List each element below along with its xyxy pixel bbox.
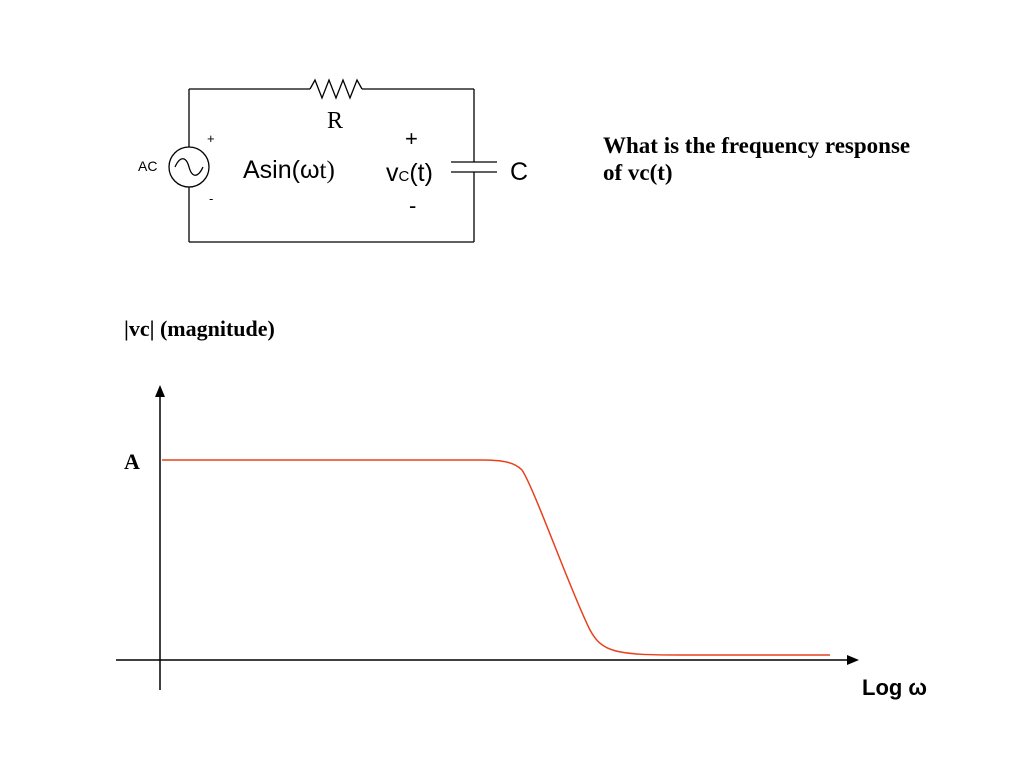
y-tick-label-a: A [124,449,140,474]
question-line-2: of vc(t) [603,160,673,185]
resistor-label: R [327,108,343,134]
capacitor-symbol [451,161,497,173]
capacitor-label: C [510,158,528,186]
vc-minus-sign: - [409,193,416,218]
ac-sine-wave [174,158,204,176]
x-axis-title: Log ω [862,675,927,700]
resistor-symbol [309,78,363,100]
magnitude-plot: |vc| (magnitude) A Log ω [116,316,927,700]
source-minus-sign: - [209,191,213,206]
vc-plus-sign: + [405,126,418,151]
y-axis-arrowhead [155,385,165,397]
question-line-1: What is the frequency response [603,133,911,158]
vc-label: vC(t) [386,159,433,187]
question-text: What is the frequency response of vc(t) [603,132,1003,186]
y-axis-title: |vc| (magnitude) [124,316,275,341]
ac-label: AC [138,158,157,174]
x-axis-arrowhead [847,655,859,665]
magnitude-response-curve [162,459,830,656]
source-expression: Asin(ωt) [243,156,335,184]
source-plus-sign: + [207,131,215,146]
rc-circuit [168,78,497,243]
